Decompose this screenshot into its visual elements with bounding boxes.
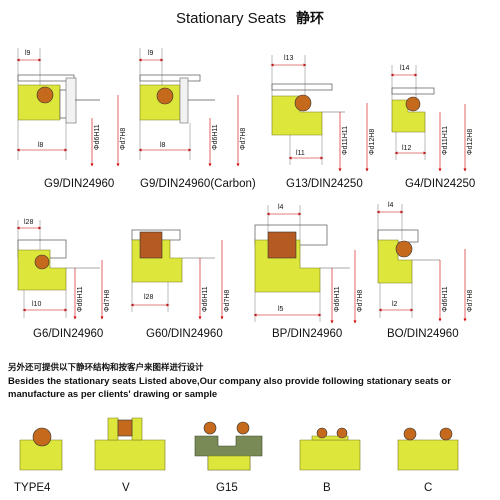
type-label-type4: TYPE4 bbox=[14, 482, 51, 494]
dim-v2-g4: Φd12H8 bbox=[467, 129, 474, 155]
dim-v1-g9c: Φd6H11 bbox=[212, 124, 219, 150]
diagram-g13: l13 l11 Φd11H11 Φd12H8 bbox=[270, 55, 376, 172]
caption-bo: BO/DIN24960 bbox=[387, 328, 459, 340]
title-en: Stationary Seats bbox=[175, 10, 287, 27]
dim-v2-g9: Φd7H8 bbox=[120, 128, 127, 150]
dim-v2-g60: Φd7H8 bbox=[224, 290, 231, 312]
dim-v1-g6: Φd6H11 bbox=[77, 286, 84, 312]
caption-g6: G6/DIN24960 bbox=[33, 328, 104, 340]
dim-v2-g13: Φd12H8 bbox=[369, 129, 376, 155]
dim-bottom-g60: l28 bbox=[144, 294, 153, 301]
caption-g9-carbon: G9/DIN24960(Carbon) bbox=[140, 178, 256, 190]
dim-bottom-g6: l10 bbox=[32, 301, 41, 308]
diagram-g4: l14 l12 Φd11H11 Φd12H8 bbox=[390, 65, 474, 172]
dim-v2-g6: Φd7H8 bbox=[104, 290, 111, 312]
dim-v1-bp: Φd6H11 bbox=[334, 286, 341, 312]
dim-v1-g4: Φd11H11 bbox=[442, 126, 449, 155]
dim-top-bp: l4 bbox=[278, 204, 284, 211]
dim-bottom-g13: l11 bbox=[296, 150, 305, 157]
v-shape bbox=[94, 417, 166, 471]
dim-bottom-g4: l12 bbox=[402, 145, 411, 152]
page-title: Stationary Seats 静环 bbox=[0, 8, 500, 28]
dim-bottom-g9: l8 bbox=[38, 142, 44, 149]
caption-g9: G9/DIN24960 bbox=[44, 178, 115, 190]
dim-v2-bo: Φd7H8 bbox=[467, 290, 474, 312]
dim-v2-g9c: Φd7H8 bbox=[240, 128, 247, 150]
dim-top-g9: l9 bbox=[25, 50, 31, 57]
diagram-g9-carbon: l9 l8 Φd6H11 Φd7H8 bbox=[138, 48, 247, 167]
b-shape bbox=[299, 427, 361, 471]
dim-bottom-g9c: l8 bbox=[160, 142, 166, 149]
diagram-bp: l4 l5 Φd6H11 Φd7H8 bbox=[253, 204, 364, 324]
dim-top-g4: l14 bbox=[400, 65, 409, 72]
dim-top-g9c: l9 bbox=[148, 50, 154, 57]
diagram-bo: l4 l2 Φd6H11 Φd7H8 bbox=[376, 202, 474, 322]
type4-shape bbox=[19, 427, 63, 471]
title-zh: 静环 bbox=[296, 11, 325, 27]
dim-v2-bp: Φd7H8 bbox=[357, 290, 364, 312]
diagram-g6: l28 l10 Φd6H11 Φd7H8 bbox=[16, 219, 111, 320]
caption-g60: G60/DIN24960 bbox=[146, 328, 223, 340]
caption-bp: BP/DIN24960 bbox=[272, 328, 343, 340]
type-label-g15: G15 bbox=[216, 482, 238, 494]
dim-bottom-bp: l5 bbox=[278, 306, 284, 313]
type-label-v: V bbox=[122, 482, 130, 494]
dim-v1-g60: Φd6H11 bbox=[202, 286, 209, 312]
caption-g4: G4/DIN24250 bbox=[405, 178, 476, 190]
dim-v1-bo: Φd6H11 bbox=[442, 286, 449, 312]
dim-top-g13: l13 bbox=[284, 55, 293, 62]
dim-top-bo: l4 bbox=[388, 202, 394, 209]
diagram-g9: l9 l8 Φd6H11 Φd7H8 bbox=[16, 48, 127, 167]
dim-bottom-bo: l2 bbox=[392, 301, 398, 308]
dim-v1-g9: Φd6H11 bbox=[94, 124, 101, 150]
caption-g13: G13/DIN24250 bbox=[286, 178, 363, 190]
type-label-c: C bbox=[424, 482, 433, 494]
note-en: Besides the stationary seats Listed abov… bbox=[8, 376, 451, 400]
type-label-b: B bbox=[323, 482, 331, 494]
diagram-g60: l28 Φd6H11 Φd7H8 bbox=[130, 229, 231, 320]
dim-top-g6: l28 bbox=[24, 219, 33, 226]
c-shape bbox=[397, 427, 459, 471]
g15-shape bbox=[194, 421, 263, 471]
dim-v1-g13: Φd11H11 bbox=[342, 126, 349, 155]
note-zh: 另外还可提供以下静环结构和按客户来图样进行设计 bbox=[8, 363, 204, 373]
